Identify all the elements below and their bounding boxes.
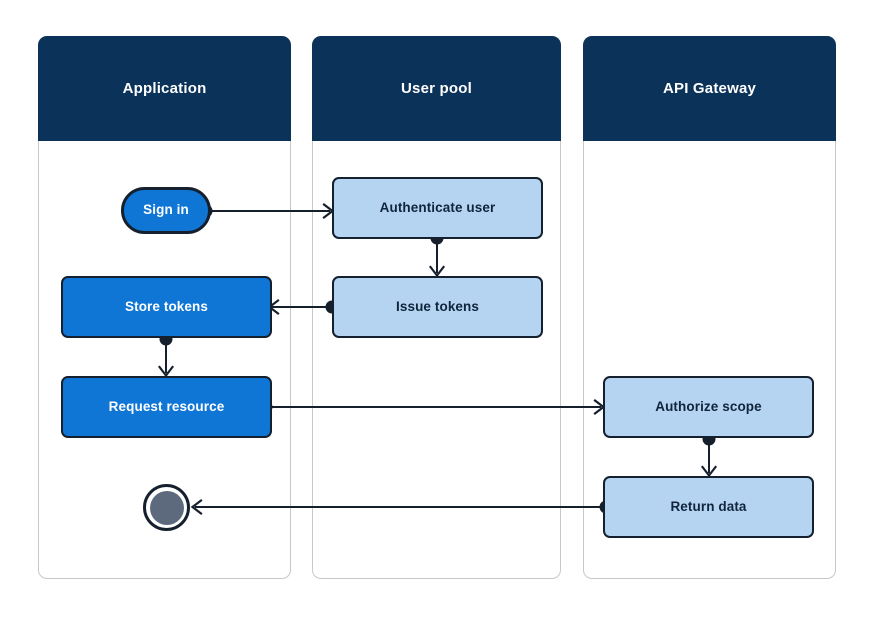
node-issue-tokens[interactable]: Issue tokens [332,276,543,338]
swimlane-api-gateway-header: API Gateway [583,36,836,141]
swimlane-application-label: Application [122,80,207,97]
node-authorize-scope-label: Authorize scope [655,398,762,414]
swimlane-user-pool-label: User pool [401,80,472,97]
node-authenticate-user[interactable]: Authenticate user [332,177,543,239]
end-node-inner-circle [149,490,184,525]
swimlane-api-gateway-label: API Gateway [662,80,757,97]
swimlane-application-header: Application [38,36,291,141]
node-store-tokens[interactable]: Store tokens [61,276,272,338]
node-store-tokens-label: Store tokens [125,298,208,314]
node-issue-tokens-label: Issue tokens [396,298,479,314]
node-authorize-scope[interactable]: Authorize scope [603,376,814,438]
node-sign-in[interactable]: Sign in [121,187,211,234]
swimlane-user-pool-header: User pool [312,36,561,141]
node-return-data-label: Return data [670,498,747,514]
node-return-data[interactable]: Return data [603,476,814,538]
node-request-resource-label: Request resource [108,398,225,414]
node-sign-in-label: Sign in [143,202,189,218]
node-authenticate-user-label: Authenticate user [379,199,496,215]
node-request-resource[interactable]: Request resource [61,376,272,438]
node-end[interactable] [143,484,190,531]
